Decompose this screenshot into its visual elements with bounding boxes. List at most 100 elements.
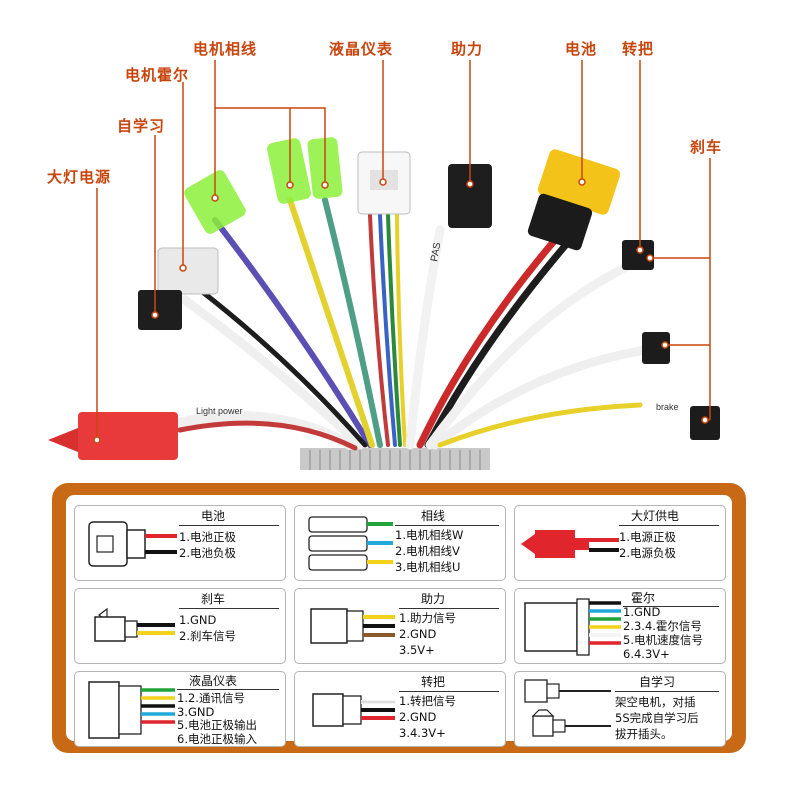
callout-motor-phase: 电机相线 [193, 40, 258, 58]
headlight-power-connector-small [138, 290, 182, 330]
legend-title-brake: 刹车 [201, 592, 226, 606]
legend-title-battery: 电池 [201, 509, 226, 523]
battery-xt60-connector [527, 149, 621, 251]
battery-title-rule [179, 525, 279, 527]
legend-lines-lcd: 1.2.通讯信号 3.GND 5.电池正极输出 6.电池正极输入 [177, 691, 257, 746]
callout-assist: 助力 [451, 40, 484, 58]
legend-line: 3.5V+ [399, 643, 435, 657]
callout-leader-lines [96, 60, 711, 440]
legend-title-headlight: 大灯供电 [631, 509, 680, 523]
callout-motor-hall: 电机霍尔 [125, 66, 190, 84]
legend-card-self-learn: 自学习 架空电机，对插 5S完成自学习后 拔开插头。 [514, 671, 726, 747]
self-learn-title-rule [615, 691, 719, 693]
legend-title-throttle: 转把 [421, 675, 446, 689]
pinout-legend-inner: 电池 1.电池正极 2.电池负极 相线 1.电机相线W 2.电机相线V 3.电机… [66, 495, 732, 747]
assist-plug-icon [310, 608, 395, 644]
legend-line: 3.4.3V+ [399, 726, 446, 740]
legend-line: 2.GND [399, 627, 437, 641]
hall-plug-icon [524, 598, 621, 656]
callout-headlight-power: 大灯电源 [47, 168, 112, 186]
legend-line: 1.GND [179, 613, 217, 627]
controller-body [300, 448, 490, 470]
legend-line: 1.电机相线W [395, 528, 464, 542]
legend-card-battery: 电池 1.电池正极 2.电池负极 [74, 505, 286, 581]
legend-line: 1.助力信号 [399, 611, 456, 625]
legend-card-throttle: 转把 1.转把信号 2.GND 3.4.3V+ [294, 671, 506, 747]
self-learn-connector [157, 247, 219, 295]
legend-line: 2.刹车信号 [179, 629, 236, 643]
legend-title-phase: 相线 [421, 509, 446, 523]
phase-connector-1 [267, 138, 311, 204]
legend-title-self-learn: 自学习 [639, 675, 676, 689]
hall-title-rule [623, 606, 719, 608]
throttle-connector [622, 240, 654, 270]
callout-battery: 电池 [565, 40, 598, 58]
legend-line: 5S完成自学习后 [615, 711, 699, 725]
legend-line: 6.电池正极输入 [177, 731, 257, 746]
headlight-plug-icon [521, 530, 619, 558]
legend-line: 3.GND [177, 704, 215, 719]
legend-lines-brake: 1.GND 2.刹车信号 [179, 612, 236, 644]
legend-card-brake: 刹车 1.GND 2.刹车信号 [74, 588, 286, 664]
throttle-plug-icon [312, 693, 395, 727]
lcd-title-rule [177, 689, 279, 691]
headlight-power-connector-red [48, 412, 178, 460]
brake-connector-1 [642, 332, 670, 364]
legend-line: 3.电机相线U [395, 560, 461, 574]
throttle-title-rule [399, 691, 499, 693]
hall-connector [184, 170, 246, 234]
callout-endpoints [93, 178, 709, 444]
legend-card-assist: 助力 1.助力信号 2.GND 3.5V+ [294, 588, 506, 664]
controller-wiring-illustration: PAS Light power brake [48, 60, 720, 470]
legend-card-lcd: 液晶仪表 1.2.通讯信号 3.GND 5.电池正极输出 6.电池正极输入 [74, 671, 286, 747]
callout-throttle: 转把 [622, 40, 655, 58]
phase-plugs-icon [308, 516, 393, 571]
brake-plug-icon [94, 607, 175, 642]
legend-line: 1.转把信号 [399, 694, 456, 708]
legend-card-headlight: 大灯供电 1.电源正极 2.电源负极 [514, 505, 726, 581]
callout-lcd-meter: 液晶仪表 [329, 40, 394, 58]
legend-line: 2.GND [399, 710, 437, 724]
legend-lines-hall: 1.GND 2.3.4.霍尔信号 5.电机速度信号 6.4.3V+ [623, 597, 703, 661]
legend-card-hall: 霍尔 1.GND 2.3.4.霍尔信号 5.电机速度信号 6.4.3V+ [514, 588, 726, 664]
legend-title-assist: 助力 [421, 592, 446, 606]
phase-title-rule [395, 525, 499, 527]
legend-line: 1.电源正极 [619, 530, 676, 544]
legend-lines-self-learn: 架空电机，对插 5S完成自学习后 拔开插头。 [615, 694, 699, 742]
legend-lines-battery: 1.电池正极 2.电池负极 [179, 529, 236, 561]
legend-line: 1.GND [623, 605, 661, 619]
pinout-legend-panel: 电池 1.电池正极 2.电池负极 相线 1.电机相线W 2.电机相线V 3.电机… [52, 483, 746, 753]
brake-sleeve-label: brake [656, 402, 679, 412]
assist-title-rule [399, 608, 499, 610]
light-power-sleeve-label: Light power [196, 406, 243, 416]
legend-line: 1.2.通讯信号 [177, 691, 245, 705]
legend-lines-assist: 1.助力信号 2.GND 3.5V+ [399, 610, 456, 658]
controller-heatsink-fins [309, 450, 481, 470]
legend-line: 1.电池正极 [179, 530, 236, 544]
self-learn-plugs-icon [524, 679, 611, 737]
legend-line: 2.3.4.霍尔信号 [623, 619, 702, 633]
legend-line: 架空电机，对插 [615, 695, 696, 709]
pas-sleeve-label: PAS [429, 241, 443, 262]
lcd-plug-icon [88, 681, 175, 739]
battery-plug-icon [88, 521, 177, 567]
assist-connector [448, 164, 492, 228]
legend-lines-headlight: 1.电源正极 2.电源负极 [619, 529, 676, 561]
legend-line: 2.电源负极 [619, 546, 676, 560]
legend-line: 2.电机相线V [395, 544, 460, 558]
callout-brake: 刹车 [690, 138, 723, 156]
legend-card-phase: 相线 1.电机相线W 2.电机相线V 3.电机相线U [294, 505, 506, 581]
legend-lines-phase: 1.电机相线W 2.电机相线V 3.电机相线U [395, 527, 463, 575]
legend-lines-throttle: 1.转把信号 2.GND 3.4.3V+ [399, 693, 456, 741]
brake-title-rule [179, 608, 279, 610]
legend-line: 5.电池正极输出 [177, 718, 257, 732]
headlight-title-rule [619, 525, 719, 527]
wire-bundle [165, 197, 650, 451]
legend-title-lcd: 液晶仪表 [189, 674, 238, 688]
legend-title-hall: 霍尔 [631, 591, 656, 605]
legend-line: 拔开插头。 [615, 727, 673, 741]
legend-line: 5.电机速度信号 [623, 633, 703, 647]
legend-line: 6.4.3V+ [623, 647, 670, 661]
callout-self-learn: 自学习 [117, 117, 166, 135]
legend-line: 2.电池负极 [179, 546, 236, 560]
